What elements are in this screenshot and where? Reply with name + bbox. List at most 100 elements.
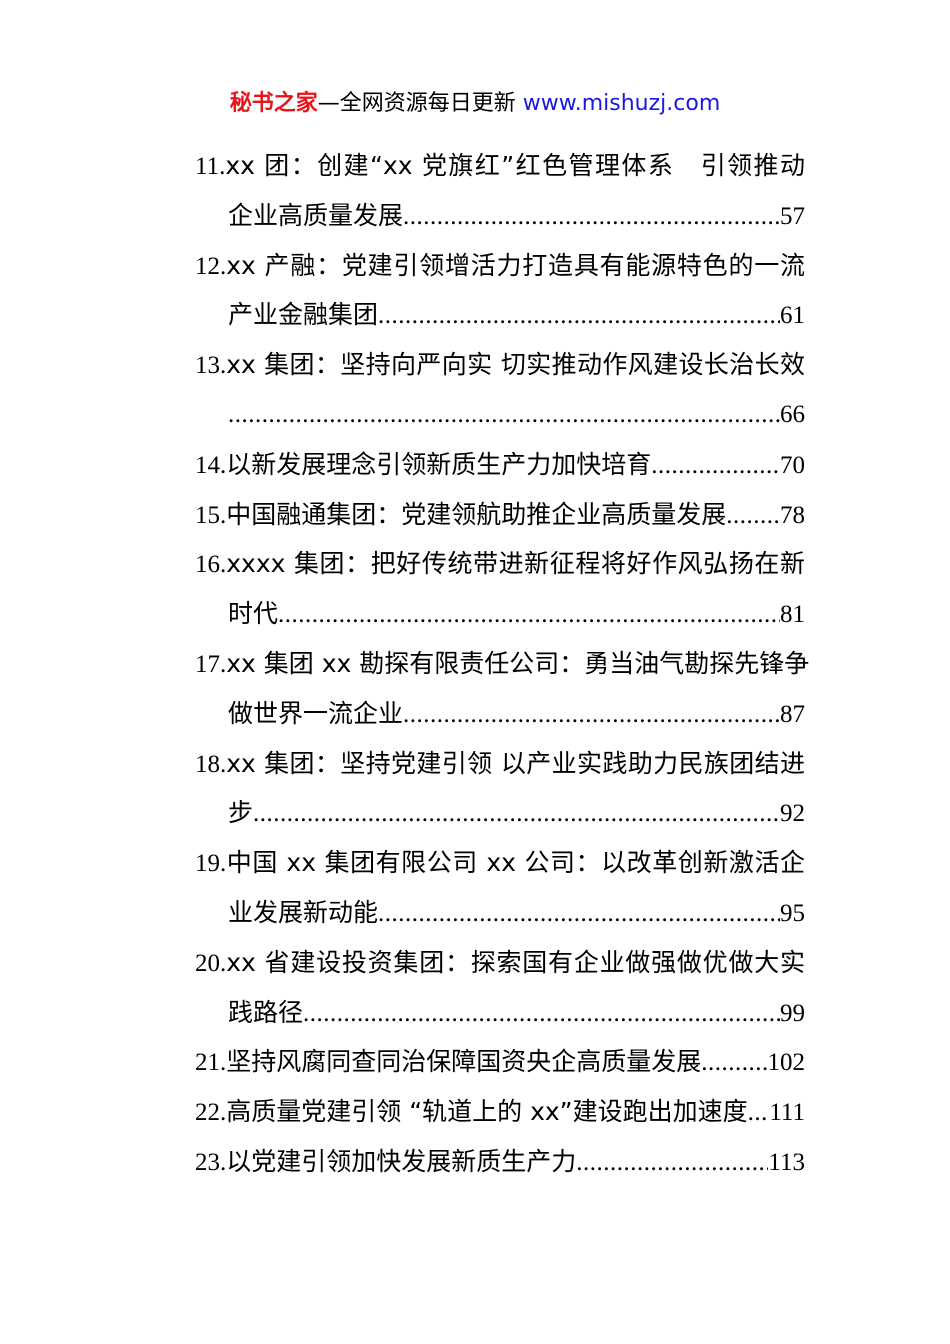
toc-entry-text: 业发展新动能 — [228, 888, 378, 938]
dot-leader — [403, 690, 780, 740]
toc-entry-number: 13. — [195, 352, 227, 380]
toc-entry-number: 20. — [195, 949, 227, 977]
toc-entry[interactable]: 16.xxxx 集团：把好传统带进新征程将好作风弘扬在新时代81 — [195, 539, 805, 639]
toc-entry-title: xx 团：创建“xx 党旗红”红色管理体系 引领推动 — [225, 151, 805, 180]
toc-entry[interactable]: 21.坚持风腐同查同治保障国资央企高质量发展 102 — [195, 1037, 805, 1087]
toc-entry-text: xx 产融：党建引领增活力打造具有能源特色的一流 — [226, 251, 805, 280]
toc-entry[interactable]: 17.xx 集团 xx 勘探有限责任公司：勇当油气勘探先锋争做世界一流企业87 — [195, 639, 809, 739]
toc-entry-text: 中国融通集团：党建领航助推企业高质量发展 — [226, 490, 726, 540]
toc-page-number: 66 — [780, 400, 805, 428]
dot-leader — [278, 590, 780, 640]
toc-page-number: 70 — [780, 451, 805, 479]
toc-entry-text: 企业高质量发展 — [228, 191, 403, 241]
toc-page-number: 57 — [780, 202, 805, 230]
dot-leader — [228, 390, 780, 440]
site-url-link[interactable]: www.mishuzj.com — [522, 91, 721, 116]
toc-entry-title-line: 17.xx 集团 xx 勘探有限责任公司：勇当油气勘探先锋争 — [195, 639, 809, 689]
toc-entry-text: 中国 xx 集团有限公司 xx 公司：以改革创新激活企 — [226, 848, 805, 877]
toc-entry-title-line: 20.xx 省建设投资集团：探索国有企业做强做优做大实 — [195, 938, 805, 988]
toc-page-number: 92 — [780, 800, 805, 828]
toc-entry-title: xx 产融：党建引领增活力打造具有能源特色的一流 — [226, 250, 805, 280]
dot-leader — [403, 192, 780, 242]
toc-page-number: 113 — [768, 1148, 805, 1176]
dot-leader — [303, 989, 780, 1039]
toc-entry-title: 企业高质量发展 — [228, 200, 404, 230]
toc-page-number: 78 — [780, 501, 805, 529]
toc-entry[interactable]: 14.以新发展理念引领新质生产力加快培育70 — [195, 440, 805, 490]
toc-entry[interactable]: 15.中国融通集团：党建领航助推企业高质量发展 78 — [195, 490, 805, 540]
brand-name: 秘书之家 — [229, 91, 318, 116]
toc-entry-title: xx 集团 xx 勘探有限责任公司：勇当油气勘探先锋争 — [226, 648, 810, 678]
toc-entry-continuation-line: 做世界一流企业 87 — [195, 689, 805, 739]
toc-page-number: 81 — [780, 601, 805, 629]
toc-entry[interactable]: 23.以党建引领加快发展新质生产力 113 — [195, 1137, 805, 1187]
toc-entry-continuation-line: 时代 81 — [195, 589, 805, 639]
slogan: —全网资源每日更新 — [317, 91, 523, 116]
toc-entry-text: xx 集团：坚持党建引领 以产业实践助力民族团结进 — [226, 749, 805, 778]
toc-entry-number: 11. — [195, 153, 226, 180]
table-of-contents: 11.xx 团：创建“xx 党旗红”红色管理体系 引领推动企业高质量发展5712… — [195, 141, 809, 1187]
toc-entry-title: 坚持风腐同查同治保障国资央企高质量发展 — [226, 1047, 702, 1077]
toc-entry[interactable]: 20.xx 省建设投资集团：探索国有企业做强做优做大实践路径99 — [195, 938, 805, 1038]
toc-entry-title: xx 集团：坚持党建引领 以产业实践助力民族团结进 — [226, 748, 805, 778]
dot-leader — [378, 889, 780, 939]
toc-entry-title: xx 省建设投资集团：探索国有企业做强做优做大实 — [226, 947, 805, 977]
toc-entry-title-line: 13.xx 集团：坚持向严向实 切实推动作风建设长治长效 — [195, 340, 805, 390]
dot-leader — [576, 1138, 768, 1188]
toc-entry-number: 21. — [195, 1049, 227, 1077]
toc-entry-continuation-line: 产业金融集团 61 — [195, 290, 805, 340]
toc-entry-text: 以党建引领加快发展新质生产力 — [226, 1137, 576, 1187]
toc-entry-number: 12. — [195, 252, 227, 280]
toc-entry-continuation-line: 业发展新动能 95 — [195, 888, 805, 938]
toc-entry-title-line: 11.xx 团：创建“xx 党旗红”红色管理体系 引领推动 — [195, 141, 805, 191]
toc-entry-text: xx 省建设投资集团：探索国有企业做强做优做大实 — [226, 948, 805, 977]
toc-entry-title: 以新发展理念引领新质生产力加快培育 — [226, 449, 652, 479]
toc-entry-text: 时代 — [228, 589, 278, 639]
toc-entry-number: 16. — [195, 551, 227, 579]
toc-entry-title-line: 16.xxxx 集团：把好传统带进新征程将好作风弘扬在新 — [195, 539, 805, 589]
toc-entry-text: 坚持风腐同查同治保障国资央企高质量发展 — [226, 1037, 701, 1087]
toc-entry-title-line: 22.高质量党建引领 “轨道上的 xx”建设跑出加速度 111 — [195, 1087, 805, 1137]
toc-entry-title-line: 12.xx 产融：党建引领增活力打造具有能源特色的一流 — [195, 241, 805, 291]
toc-entry-number: 15. — [195, 501, 227, 529]
toc-page-number: 87 — [780, 700, 805, 728]
toc-entry[interactable]: 22.高质量党建引领 “轨道上的 xx”建设跑出加速度 111 — [195, 1087, 805, 1137]
toc-page-number: 111 — [769, 1099, 805, 1127]
toc-entry-continuation-line: 企业高质量发展 57 — [195, 191, 805, 241]
toc-entry-number: 22. — [195, 1099, 227, 1127]
toc-page-number: 99 — [780, 999, 805, 1027]
toc-page-number: 102 — [767, 1049, 806, 1077]
toc-entry-title: 践路径 — [228, 997, 304, 1027]
toc-entry-number: 23. — [195, 1148, 227, 1176]
toc-entry-text: 做世界一流企业 — [228, 689, 403, 739]
toc-entry-title: xx 集团：坚持向严向实 切实推动作风建设长治长效 — [226, 350, 805, 380]
toc-entry-text: xx 团：创建“xx 党旗红”红色管理体系 引领推动 — [225, 151, 805, 180]
toc-entry-title-line: 23.以党建引领加快发展新质生产力 113 — [195, 1137, 805, 1187]
toc-entry[interactable]: 13.xx 集团：坚持向严向实 切实推动作风建设长治长效 66 — [195, 340, 805, 440]
toc-entry-title: 步 — [228, 798, 254, 828]
toc-page-number: 61 — [780, 302, 805, 330]
toc-entry-continuation-line: 践路径 99 — [195, 988, 805, 1038]
toc-page-number: 95 — [780, 899, 805, 927]
toc-entry-title: 中国融通集团：党建领航助推企业高质量发展 — [226, 499, 727, 529]
toc-entry-number: 19. — [195, 850, 227, 878]
toc-entry-title-line: 14.以新发展理念引领新质生产力加快培育70 — [195, 440, 805, 490]
toc-entry-title: xxxx 集团：把好传统带进新征程将好作风弘扬在新 — [226, 549, 805, 579]
toc-entry-number: 17. — [195, 650, 227, 678]
toc-entry-title: 中国 xx 集团有限公司 xx 公司：以改革创新激活企 — [226, 848, 805, 878]
toc-entry-title: 高质量党建引领 “轨道上的 xx”建设跑出加速度 — [226, 1097, 748, 1127]
dot-leader — [253, 789, 780, 839]
toc-entry-text: 践路径 — [228, 988, 303, 1038]
toc-entry-continuation-line: 66 — [195, 390, 805, 440]
toc-entry-text: 以新发展理念引领新质生产力加快培育 — [226, 440, 651, 490]
toc-entry[interactable]: 12.xx 产融：党建引领增活力打造具有能源特色的一流产业金融集团61 — [195, 241, 805, 341]
dot-leader — [748, 1088, 770, 1138]
dot-leader — [701, 1038, 767, 1088]
toc-entry-title: 产业金融集团 — [228, 300, 379, 330]
toc-entry-title-line: 15.中国融通集团：党建领航助推企业高质量发展 78 — [195, 490, 805, 540]
toc-entry-text: 步 — [228, 788, 253, 838]
toc-entry[interactable]: 11.xx 团：创建“xx 党旗红”红色管理体系 引领推动企业高质量发展57 — [195, 141, 805, 241]
toc-entry-number: 18. — [195, 750, 227, 778]
